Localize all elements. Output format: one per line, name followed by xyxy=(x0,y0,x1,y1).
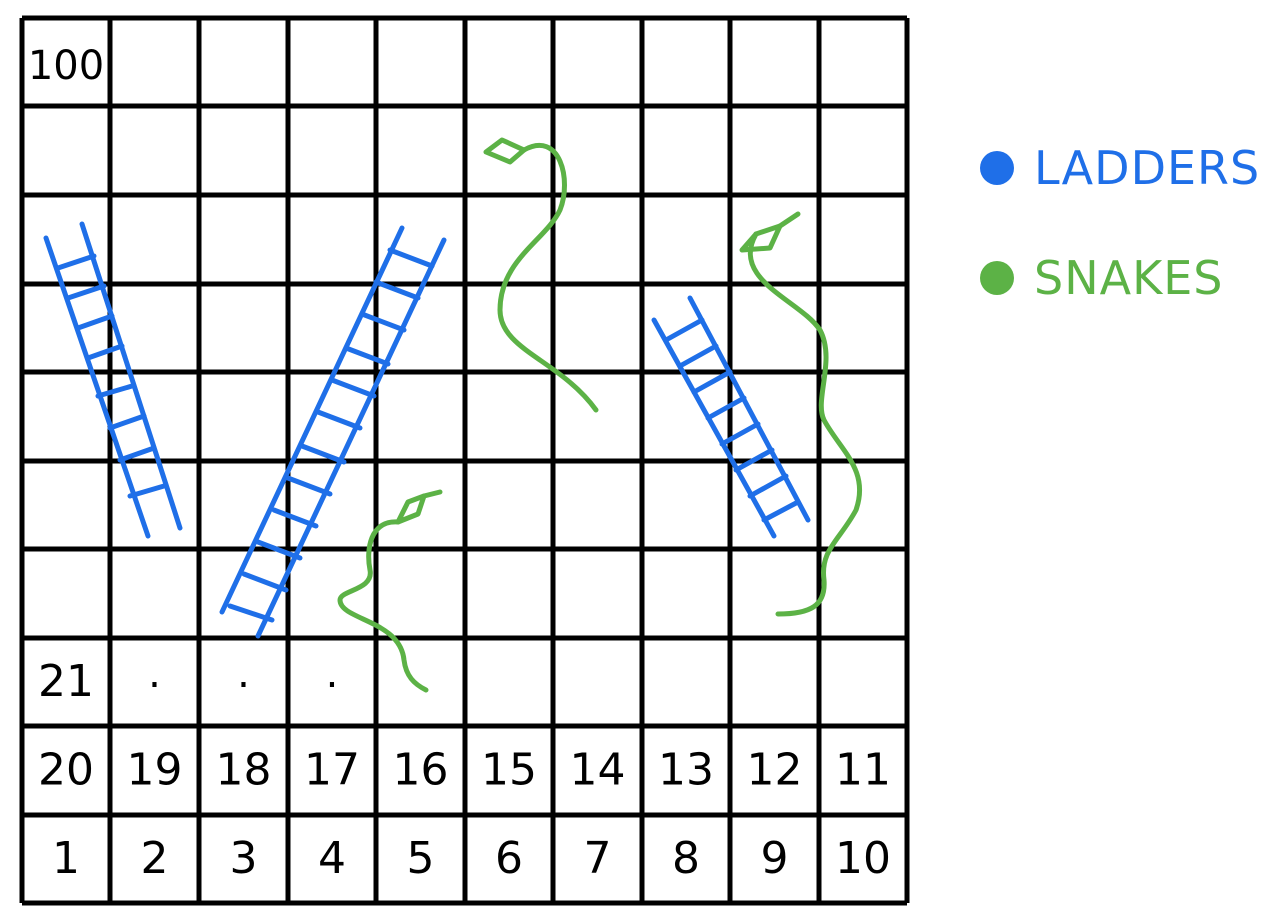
cell-label: 1 xyxy=(52,833,80,884)
ladder-3 xyxy=(651,295,811,539)
cell-label: 12 xyxy=(747,745,803,796)
legend: LADDERS SNAKES xyxy=(980,140,1260,360)
ladders-color-icon xyxy=(980,151,1014,185)
cell-label: 5 xyxy=(407,833,435,884)
cell-label: 16 xyxy=(393,745,449,796)
ladder-2 xyxy=(219,225,447,639)
row-21-labels: 21... xyxy=(38,651,338,707)
cell-label: 21 xyxy=(38,656,94,707)
cell-label: 15 xyxy=(481,745,537,796)
cell-label: 3 xyxy=(230,833,258,884)
cell-label: 6 xyxy=(495,833,523,884)
cell-label: . xyxy=(237,651,250,697)
snakes-label: SNAKES xyxy=(1034,251,1224,305)
cell-label: 8 xyxy=(672,833,700,884)
snake-2 xyxy=(739,211,863,617)
cell-label: 13 xyxy=(658,745,714,796)
cell-100-label: 100 xyxy=(28,43,104,89)
row-1-10-labels: 1 2 3 4 5 6 7 8 9 10 xyxy=(52,833,891,884)
cell-label: 18 xyxy=(216,745,272,796)
cell-label: 11 xyxy=(835,745,891,796)
cell-label: . xyxy=(326,651,339,697)
row-11-20-labels: 20 19 18 17 16 15 14 13 12 11 xyxy=(38,745,891,796)
board-grid xyxy=(19,15,910,906)
cell-label: 10 xyxy=(835,833,891,884)
ladders-label: LADDERS xyxy=(1034,141,1261,195)
snake-3 xyxy=(337,489,443,693)
legend-ladders: LADDERS xyxy=(980,140,1260,196)
cell-label: 14 xyxy=(570,745,626,796)
cell-label: 9 xyxy=(761,833,789,884)
cell-label: 20 xyxy=(38,745,94,796)
cell-label: 4 xyxy=(318,833,346,884)
cell-label: . xyxy=(148,651,161,697)
cell-label: 7 xyxy=(584,833,612,884)
cell-label: 2 xyxy=(141,833,169,884)
cell-label: 17 xyxy=(304,745,360,796)
snake-1 xyxy=(483,137,599,413)
cell-label: 19 xyxy=(127,745,183,796)
snakes-color-icon xyxy=(980,261,1014,295)
ladder-1 xyxy=(43,221,183,539)
legend-snakes: SNAKES xyxy=(980,250,1260,306)
